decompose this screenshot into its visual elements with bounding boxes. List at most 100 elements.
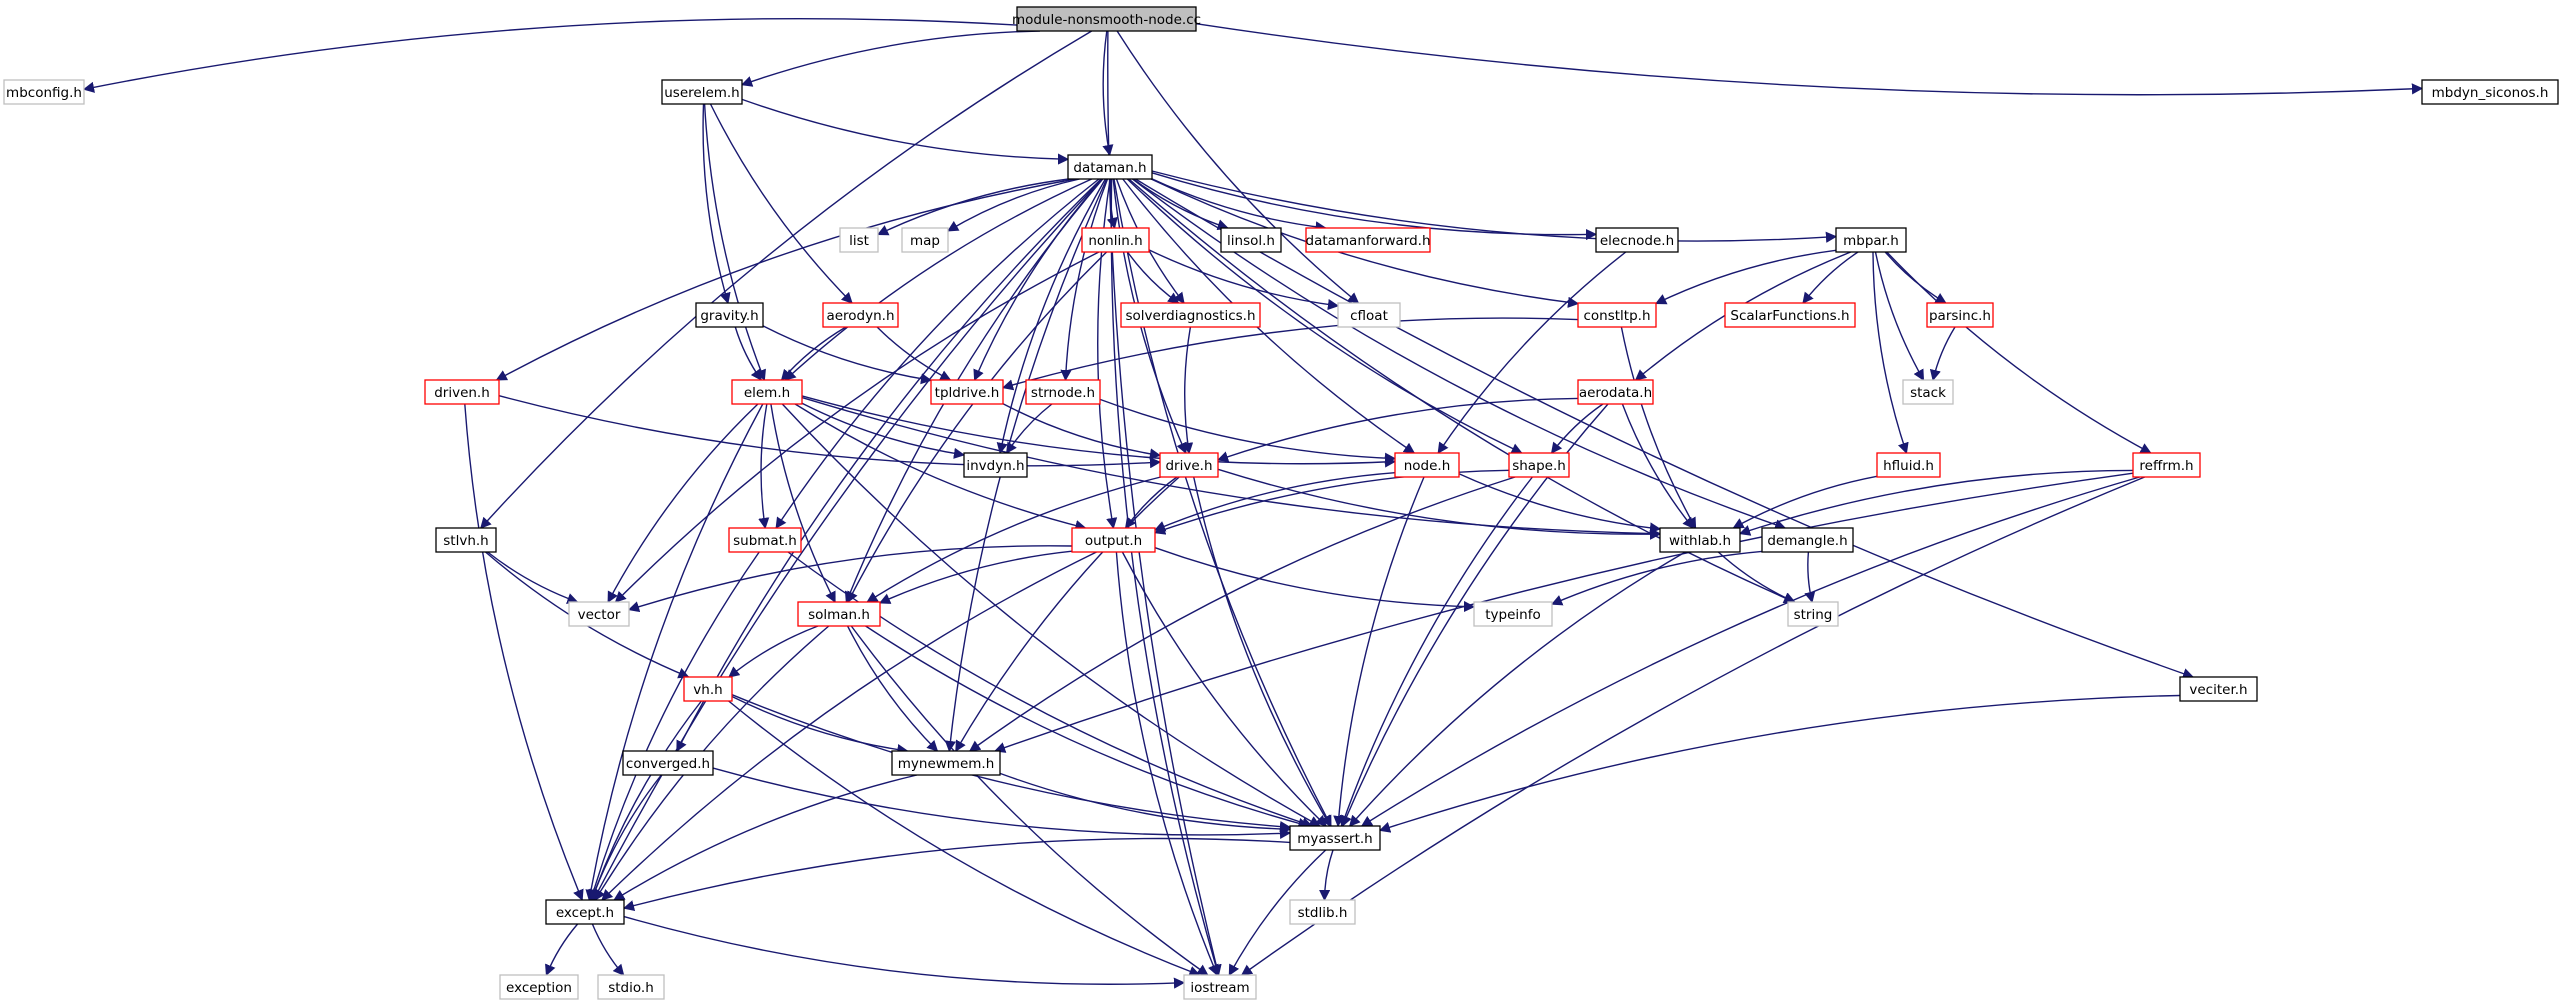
edge-submat-to-myassert xyxy=(787,551,1314,829)
edge-mbpar-to-constltp xyxy=(1654,249,1837,305)
node-label: demangle.h xyxy=(1767,533,1847,549)
edge-elem-to-withlab xyxy=(801,396,1662,540)
node-label: map xyxy=(910,233,940,249)
node-datamanforward[interactable]: datamanforward.h xyxy=(1305,227,1431,253)
node-label: typeinfo xyxy=(1485,607,1540,623)
node-box xyxy=(1508,452,1570,478)
edge-root-to-userelem xyxy=(740,30,1041,87)
edge-dataman-to-myassert xyxy=(1113,178,1332,827)
node-scalarfn[interactable]: ScalarFunctions.h xyxy=(1724,302,1856,328)
node-label: driven.h xyxy=(434,385,490,401)
node-label: aerodata.h xyxy=(1579,385,1652,401)
node-except[interactable]: except.h xyxy=(545,899,625,925)
node-vh[interactable]: vh.h xyxy=(683,676,733,702)
edge-dataman-to-map xyxy=(947,178,1080,232)
edge-userelem-to-gravity xyxy=(702,103,731,305)
node-parsinc[interactable]: parsinc.h xyxy=(1926,302,1994,328)
node-linsol[interactable]: linsol.h xyxy=(1220,227,1282,253)
node-solverdiag[interactable]: solverdiagnostics.h xyxy=(1120,302,1261,328)
node-output[interactable]: output.h xyxy=(1071,527,1156,553)
edge-dataman-to-datamanforward xyxy=(1151,178,1327,233)
node-label: solman.h xyxy=(808,607,870,623)
node-label: stdlib.h xyxy=(1298,905,1348,921)
edge-dataman-to-converged xyxy=(676,178,1102,752)
node-tpldrive[interactable]: tpldrive.h xyxy=(930,379,1004,405)
node-elecnode[interactable]: elecnode.h xyxy=(1595,227,1679,253)
node-box xyxy=(1071,527,1156,553)
edge-demangle-to-typeinfo xyxy=(1550,550,1763,606)
edge-solman-to-mynewmem xyxy=(846,625,939,752)
edge-driven-to-except xyxy=(464,403,584,902)
node-drive[interactable]: drive.h xyxy=(1159,452,1219,478)
node-constltp[interactable]: constltp.h xyxy=(1577,302,1657,328)
node-withlab[interactable]: withlab.h xyxy=(1659,527,1741,553)
node-mbpar[interactable]: mbpar.h xyxy=(1835,227,1907,253)
edge-solman-to-iostream xyxy=(850,625,1209,976)
node-box xyxy=(499,974,579,1000)
node-dataman[interactable]: dataman.h xyxy=(1067,154,1153,180)
node-map: map xyxy=(901,227,949,253)
node-invdyn[interactable]: invdyn.h xyxy=(963,452,1028,478)
node-box xyxy=(1337,302,1401,328)
edge-dataman-to-shape xyxy=(1126,178,1523,454)
node-converged[interactable]: converged.h xyxy=(622,750,714,776)
edge-mbpar-to-stack xyxy=(1874,251,1925,381)
edge-tpldrive-to-drive xyxy=(1002,403,1162,460)
edge-stmode-to-invdyn xyxy=(1005,403,1053,454)
edge-constltp-to-tpldrive xyxy=(1001,317,1579,391)
edge-gravity-to-elem xyxy=(734,326,762,381)
node-box xyxy=(1761,527,1854,553)
node-driven[interactable]: driven.h xyxy=(424,379,500,405)
edge-dataman-to-veciter xyxy=(1135,178,2195,679)
node-aerodyn[interactable]: aerodyn.h xyxy=(822,302,899,328)
node-stmode[interactable]: strnode.h xyxy=(1025,379,1101,405)
node-solman[interactable]: solman.h xyxy=(797,601,881,627)
edge-root-to-mbconfig xyxy=(82,17,1018,93)
node-stlvh[interactable]: stlvh.h xyxy=(435,527,497,553)
node-veciter[interactable]: veciter.h xyxy=(2179,676,2258,702)
node-nonlin[interactable]: nonlin.h xyxy=(1081,227,1150,253)
edge-output-to-iostream xyxy=(1115,551,1219,977)
node-label: linsol.h xyxy=(1227,233,1275,249)
node-label: userelem.h xyxy=(664,85,740,101)
node-submat[interactable]: submat.h xyxy=(728,527,802,553)
node-label: myassert.h xyxy=(1297,831,1372,847)
edge-output-to-myassert xyxy=(1121,551,1327,827)
edge-dataman-to-string xyxy=(1128,178,1796,604)
node-box xyxy=(901,227,949,253)
node-box xyxy=(1220,227,1282,253)
node-root[interactable]: module-nonsmooth-node.cc xyxy=(1012,6,1201,32)
node-myassert[interactable]: myassert.h xyxy=(1289,825,1381,851)
node-reffrm[interactable]: reffrm.h xyxy=(2132,452,2201,478)
edge-except-to-stdio xyxy=(591,923,625,976)
node-mbconfig: mbconfig.h xyxy=(3,79,85,105)
node-label: vh.h xyxy=(693,682,722,698)
node-mynewmem[interactable]: mynewmem.h xyxy=(891,750,1001,776)
node-label: output.h xyxy=(1085,533,1142,549)
node-aerodata[interactable]: aerodata.h xyxy=(1577,379,1654,405)
edge-elem-to-except xyxy=(585,403,764,902)
node-mbdyn_siconos[interactable]: mbdyn_siconos.h xyxy=(2421,79,2559,105)
node-box xyxy=(1876,452,1941,478)
node-label: dataman.h xyxy=(1073,160,1146,176)
node-userelem[interactable]: userelem.h xyxy=(661,79,743,105)
node-shape[interactable]: shape.h xyxy=(1508,452,1570,478)
edge-dataman-to-iostream xyxy=(1110,178,1221,977)
node-box xyxy=(1394,452,1460,478)
node-gravity[interactable]: gravity.h xyxy=(695,302,764,328)
node-label: withlab.h xyxy=(1669,533,1731,549)
node-box xyxy=(2132,452,2201,478)
edge-root-to-mbdyn_siconos xyxy=(1195,23,2424,96)
node-elem[interactable]: elem.h xyxy=(731,379,803,405)
edge-dataman-to-output xyxy=(1097,178,1118,530)
node-box xyxy=(1183,974,1257,1000)
node-label: cfloat xyxy=(1350,308,1388,324)
node-demangle[interactable]: demangle.h xyxy=(1761,527,1854,553)
node-box xyxy=(695,302,764,328)
node-box xyxy=(1835,227,1907,253)
node-iostream: iostream xyxy=(1183,974,1257,1000)
node-hfluid[interactable]: hfluid.h xyxy=(1876,452,1941,478)
edge-dataman-to-driven xyxy=(495,178,1076,381)
edge-aerodyn-to-tpldrive xyxy=(876,326,952,381)
node-node[interactable]: node.h xyxy=(1394,452,1460,478)
